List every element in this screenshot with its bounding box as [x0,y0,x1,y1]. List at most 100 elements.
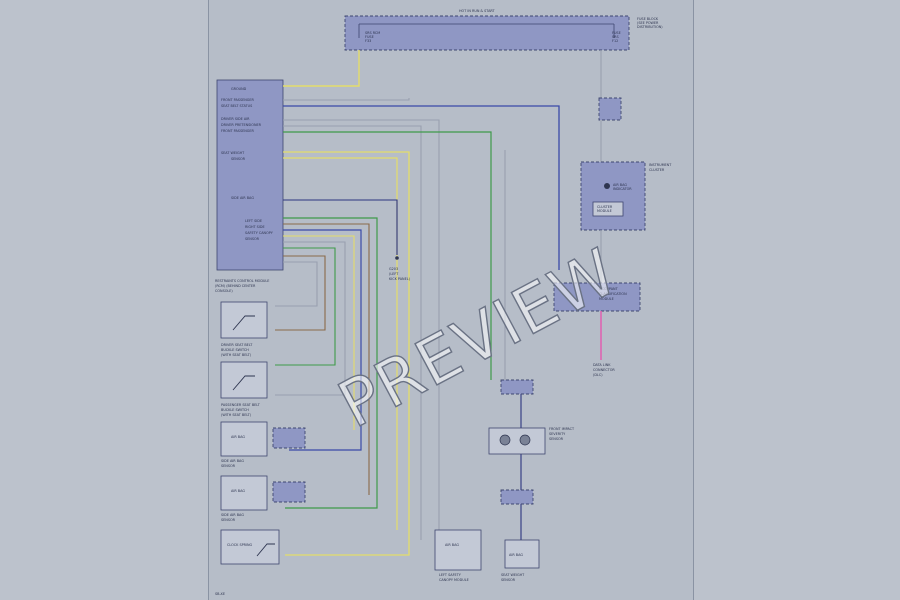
side-sensor-left-1: SIDE AIR BAG [221,459,244,463]
rcm-pin-11: SAFETY CANOPY [245,231,274,235]
seat-weight-sensor [504,539,540,569]
dlc-label-1: DATA LINK [593,363,611,367]
canopy-left-2: CANOPY MODULE [439,578,469,582]
fuse-left-line2: FUSE [365,35,374,39]
side-sensor-left-2: SENSOR [221,464,236,468]
wire-gray-2 [283,119,440,560]
wire-green-3 [275,247,336,366]
wire-gray-5 [275,261,318,307]
fuse-block-title1: FUSE BLOCK [637,17,659,21]
side-sensor-right-box: AIR BAG [231,489,245,493]
weight-sensor-2: SENSOR [501,578,516,582]
cluster-label-2: CLUSTER [649,168,665,172]
wiring-diagram: HOT IN RUN & START SRS RCM FUSE F33 FUSE… [215,9,672,596]
ground-line2: (LEFT [389,272,399,276]
diagram-sheet: HOT IN RUN & START SRS RCM FUSE F33 FUSE… [208,0,694,600]
dlc-label-2: CONNECTOR [593,368,615,372]
dlc-label-3: (DLC) [593,373,603,377]
weight-sensor-box: AIR BAG [509,553,523,557]
occupant-classification-module [553,282,641,312]
cluster-module-box [592,201,624,217]
rcm-module [216,79,284,271]
impact-sensor-2: SEVERITY [549,432,566,436]
ground-line1: G203 [389,267,398,271]
seat-belt-right-3: (WITH SEAT BELT) [221,413,252,417]
indicator-label-1: AIR BAG [613,183,627,187]
wire-yellow-2 [283,151,410,556]
canopy-left-box: AIR BAG [445,543,459,547]
weight-sensor-1: SEAT WEIGHT [501,573,525,577]
cluster-label-1: INSTRUMENT [649,163,672,167]
rcm-pin-9: LEFT SIDE [245,219,262,223]
canopy-left-1: LEFT SAFETY [439,573,462,577]
side-sensor-left-connector [272,427,306,449]
cluster-module-1: CLUSTER [597,205,613,209]
occ-label-2: CLASSIFICATION [599,292,627,296]
wire-yellow-3 [283,157,398,530]
wire-brown-2 [275,255,326,331]
clock-spring [220,529,280,565]
wire-gray-4 [275,241,346,396]
seat-belt-switch-driver [220,301,268,339]
wire-gray-3 [283,125,422,540]
wire-yellow-fuse [283,50,360,87]
rcm-pin-1: FRONT PASSENGER [221,98,255,102]
fuse-block-title3: DISTRIBUTION) [637,25,663,29]
fuse-left-line3: F33 [365,39,371,43]
rcm-pin-6: SEAT WEIGHT [221,151,245,155]
seat-belt-left-3: (WITH SEAT BELT) [221,353,252,357]
wire-blue-cluster [283,105,560,270]
sheet-code: SB-XE [215,592,225,596]
rcm-name-3: CONSOLE) [215,289,233,293]
wire-navy-ground [283,199,398,255]
wire-blue-2 [283,229,362,451]
fuse-block [344,15,630,51]
side-sensor-left [220,421,268,457]
side-sensor-left-box: AIR BAG [231,435,245,439]
fuse-left-line1: SRS RCM [365,31,380,35]
rcm-pin-10: RIGHT SIDE [245,225,265,229]
left-safety-canopy-module [434,529,482,571]
instrument-sub-module [598,97,622,121]
ground-node [395,256,399,260]
impact-sensor-1: FRONT IMPACT [549,427,575,431]
rcm-pin-8: SIDE AIR BAG [231,196,254,200]
occ-label-3: MODULE [599,297,614,301]
fuse-right-line2: SRS [612,35,619,39]
occ-label-1: OCCUPANT [599,287,619,291]
rcm-pin-2: SEAT BELT STATUS [221,104,252,108]
seat-belt-left-1: DRIVER SEAT BELT [221,343,253,347]
seat-belt-right-2: BUCKLE SWITCH [221,408,249,412]
rcm-name-1: RESTRAINTS CONTROL MODULE [215,279,269,283]
top-bus-label: HOT IN RUN & START [459,9,496,13]
fuse-right-line3: F12 [612,39,618,43]
seat-belt-left-2: BUCKLE SWITCH [221,348,249,352]
ground-line3: KICK PANEL) [389,277,411,281]
wire-gray-1 [283,98,410,101]
side-sensor-right [220,475,268,511]
wire-green-2 [283,217,378,509]
fuse-block-title2: (SEE POWER [637,21,659,25]
cluster-module-2: MODULE [597,209,612,213]
rcm-pin-7: SENSOR [231,157,246,161]
impact-sensor-3: SENSOR [549,437,564,441]
rcm-pin-0: GROUND [231,87,247,91]
seat-belt-right-1: PASSENGER SEAT BELT [221,403,261,407]
weight-sensor-connector [500,489,534,505]
rcm-pin-12: SENSOR [245,237,260,241]
rcm-pin-3: DRIVER SIDE AIR [221,117,250,121]
side-sensor-right-2: SENSOR [221,518,236,522]
wire-green-1 [283,131,492,380]
indicator-label-2: INDICATOR [613,187,632,191]
air-bag-lamp-icon [604,183,610,189]
wire-brown-1 [283,223,370,495]
passenger-sensor-connector [500,379,534,395]
rcm-pin-5: FRONT PASSENGER [221,129,255,133]
rcm-name-2: (RCM) (BEHIND CENTER [215,284,256,288]
seat-belt-switch-passenger [220,361,268,399]
rcm-pin-labels: GROUND FRONT PASSENGER SEAT BELT STATUS … [221,87,274,241]
fuse-right-line1: FUSE [612,31,621,35]
side-sensor-right-1: SIDE AIR BAG [221,513,244,517]
rcm-pin-4: DRIVER PRETENSIONER [221,123,262,127]
wire-yellow-4 [283,235,355,430]
